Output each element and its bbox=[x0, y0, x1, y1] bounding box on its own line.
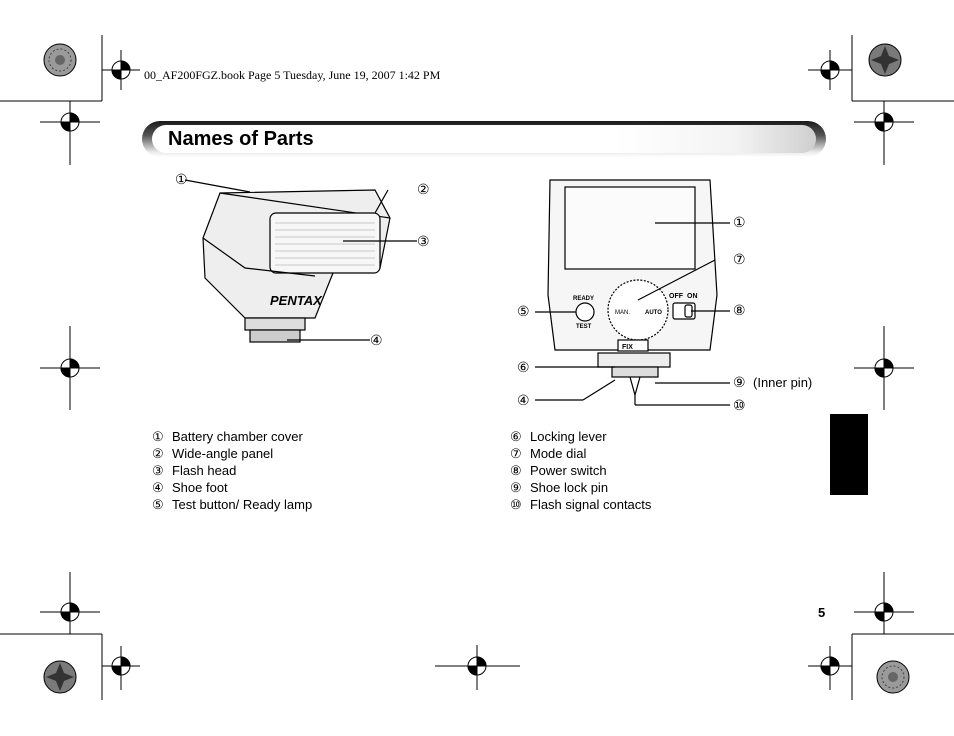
item-label: Wide-angle panel bbox=[172, 446, 274, 461]
manual-label: MAN. bbox=[615, 310, 630, 316]
test-label: TEST bbox=[576, 324, 592, 330]
item-number: ⑩ bbox=[510, 497, 522, 512]
list-item: ② Wide-angle panel bbox=[152, 445, 312, 462]
flash-back-illustration: READY TEST OFF ON AUTO MAN. FIX ① ⑦ ⑤ ⑧ … bbox=[517, 179, 812, 413]
right-callout-4: ④ bbox=[517, 392, 530, 408]
right-callout-1: ① bbox=[733, 214, 746, 230]
file-header-line: 00_AF200FGZ.book Page 5 Tuesday, June 19… bbox=[144, 68, 441, 82]
item-number: ⑨ bbox=[510, 480, 522, 495]
item-number: ⑦ bbox=[510, 446, 522, 461]
list-item: ⑧ Power switch bbox=[510, 462, 651, 479]
fix-label: FIX bbox=[622, 344, 633, 351]
list-item: ⑨ Shoe lock pin bbox=[510, 479, 651, 496]
left-callout-4: ④ bbox=[370, 332, 383, 348]
list-item: ⑦ Mode dial bbox=[510, 445, 651, 462]
list-item: ⑥ Locking lever bbox=[510, 428, 651, 445]
pentax-logo: PENTAX bbox=[270, 293, 323, 308]
item-label: Shoe foot bbox=[172, 480, 228, 495]
crosshair-right-upper bbox=[854, 101, 914, 165]
left-callout-1: ① bbox=[175, 171, 188, 187]
crosshair-top-left bbox=[102, 50, 140, 90]
right-callout-10: ⑩ bbox=[733, 397, 746, 413]
right-callout-5: ⑤ bbox=[517, 303, 530, 319]
left-callout-2: ② bbox=[417, 181, 430, 197]
crosshair-left-middle bbox=[40, 326, 100, 410]
right-callout-6: ⑥ bbox=[517, 359, 530, 375]
item-label: Flash signal contacts bbox=[530, 497, 652, 512]
item-number: ② bbox=[152, 446, 164, 461]
item-label: Mode dial bbox=[530, 446, 587, 461]
ready-label: READY bbox=[573, 296, 594, 302]
list-item: ④ Shoe foot bbox=[152, 479, 312, 496]
title-bar-inner: Names of Parts bbox=[152, 125, 816, 153]
crosshair-top-right bbox=[808, 50, 852, 90]
rosette-bottom-left bbox=[43, 660, 77, 694]
chapter-tab bbox=[830, 414, 868, 495]
item-number: ④ bbox=[152, 480, 164, 495]
crosshair-bottom-left bbox=[102, 646, 140, 690]
inner-pin-note: (Inner pin) bbox=[753, 375, 812, 390]
item-label: Test button/ Ready lamp bbox=[172, 497, 313, 512]
item-label: Locking lever bbox=[530, 429, 607, 444]
rosette-bottom-right bbox=[876, 660, 910, 694]
crosshair-right-middle bbox=[854, 326, 914, 410]
on-label: ON bbox=[687, 293, 698, 300]
item-number: ⑥ bbox=[510, 429, 522, 444]
item-label: Flash head bbox=[172, 463, 237, 478]
off-label: OFF bbox=[669, 293, 684, 300]
crosshair-bottom-center bbox=[435, 645, 520, 690]
flash-front-illustration: PENTAX ① ② ③ ④ bbox=[175, 171, 430, 348]
fresnel-pattern bbox=[275, 222, 375, 266]
crosshair-left-upper bbox=[40, 101, 100, 165]
list-item: ① Battery chamber cover bbox=[152, 428, 312, 445]
item-label: Battery chamber cover bbox=[172, 429, 303, 444]
item-number: ⑧ bbox=[510, 463, 522, 478]
item-label: Power switch bbox=[530, 463, 607, 478]
list-item: ⑤ Test button/ Ready lamp bbox=[152, 496, 312, 513]
auto-label: AUTO bbox=[645, 310, 662, 316]
crosshair-bottom-right bbox=[808, 646, 852, 690]
list-item: ⑩ Flash signal contacts bbox=[510, 496, 651, 513]
rosette-top-right bbox=[868, 43, 902, 77]
right-callout-7: ⑦ bbox=[733, 251, 746, 267]
item-number: ③ bbox=[152, 463, 164, 478]
section-title-bar: Names of Parts bbox=[142, 121, 826, 157]
crosshair-right-lower bbox=[854, 572, 914, 634]
item-number: ⑤ bbox=[152, 497, 164, 512]
item-number: ① bbox=[152, 429, 164, 444]
right-callout-9: ⑨ bbox=[733, 374, 746, 390]
right-callout-8: ⑧ bbox=[733, 302, 746, 318]
rosette-top-left bbox=[43, 43, 77, 77]
page-number: 5 bbox=[818, 605, 826, 620]
list-item: ③ Flash head bbox=[152, 462, 312, 479]
item-label: Shoe lock pin bbox=[530, 480, 609, 495]
parts-list-left: ① Battery chamber cover ② Wide-angle panel… bbox=[152, 428, 312, 513]
crosshair-left-lower bbox=[40, 572, 100, 634]
page-title: Names of Parts bbox=[168, 128, 314, 150]
left-callout-3: ③ bbox=[417, 233, 430, 249]
